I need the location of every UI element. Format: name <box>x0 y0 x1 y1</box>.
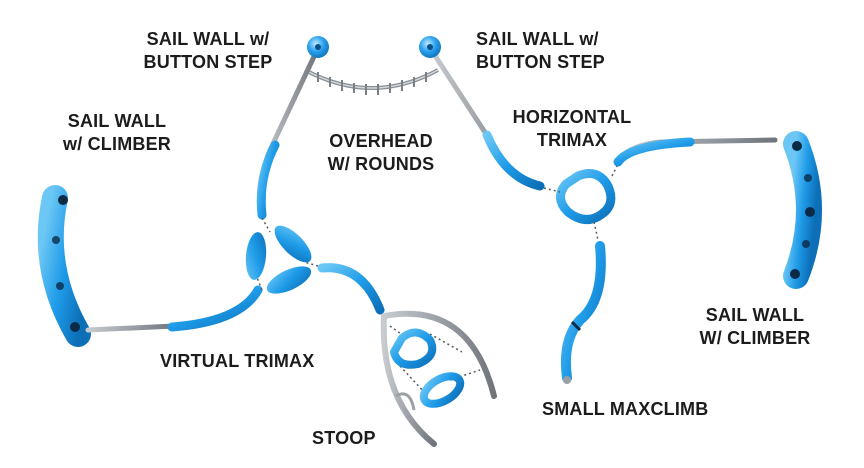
label-line: SAIL WALL <box>67 111 167 131</box>
label-sail-wall-climber-left: SAIL WALL w/ CLIMBER <box>42 110 192 156</box>
sail-wall-button-step-right <box>419 36 545 191</box>
label-line: SAIL WALL w/ <box>476 29 599 49</box>
label-horizontal-trimax: HORIZONTAL TRIMAX <box>496 106 648 152</box>
sail-wall-climber-left <box>37 185 263 347</box>
label-line: BUTTON STEP <box>143 52 273 72</box>
stoop <box>380 310 497 447</box>
connector-arm <box>317 263 385 315</box>
overhead-rounds <box>304 68 439 95</box>
sail-wall-button-step-left <box>256 36 329 220</box>
label-overhead-rounds: OVERHEAD W/ ROUNDS <box>306 130 456 176</box>
label-stoop: STOOP <box>312 428 376 448</box>
label-line: BUTTON STEP <box>476 52 605 72</box>
label-line: W/ ROUNDS <box>327 154 435 174</box>
virtual-trimax <box>245 217 319 294</box>
sail-wall-climber-right <box>783 131 822 289</box>
label-line: HORIZONTAL <box>512 107 632 127</box>
label-line: w/ CLIMBER <box>63 134 171 154</box>
label-virtual-trimax: VIRTUAL TRIMAX <box>160 351 315 371</box>
label-line: SAIL WALL w/ <box>146 29 270 49</box>
label-line: W/ CLIMBER <box>699 328 811 348</box>
label-small-maxclimb: SMALL MAXCLIMB <box>542 399 709 419</box>
label-line: OVERHEAD <box>329 131 433 151</box>
horizontal-trimax <box>543 137 778 241</box>
label-sail-wall-button-step-left: SAIL WALL w/ BUTTON STEP <box>128 28 288 74</box>
small-maxclimb <box>560 241 606 384</box>
label-line: TRIMAX <box>536 130 608 150</box>
label-line: SAIL WALL <box>705 305 805 325</box>
label-sail-wall-climber-right: SAIL WALL W/ CLIMBER <box>680 304 830 350</box>
label-sail-wall-button-step-right: SAIL WALL w/ BUTTON STEP <box>476 28 605 74</box>
